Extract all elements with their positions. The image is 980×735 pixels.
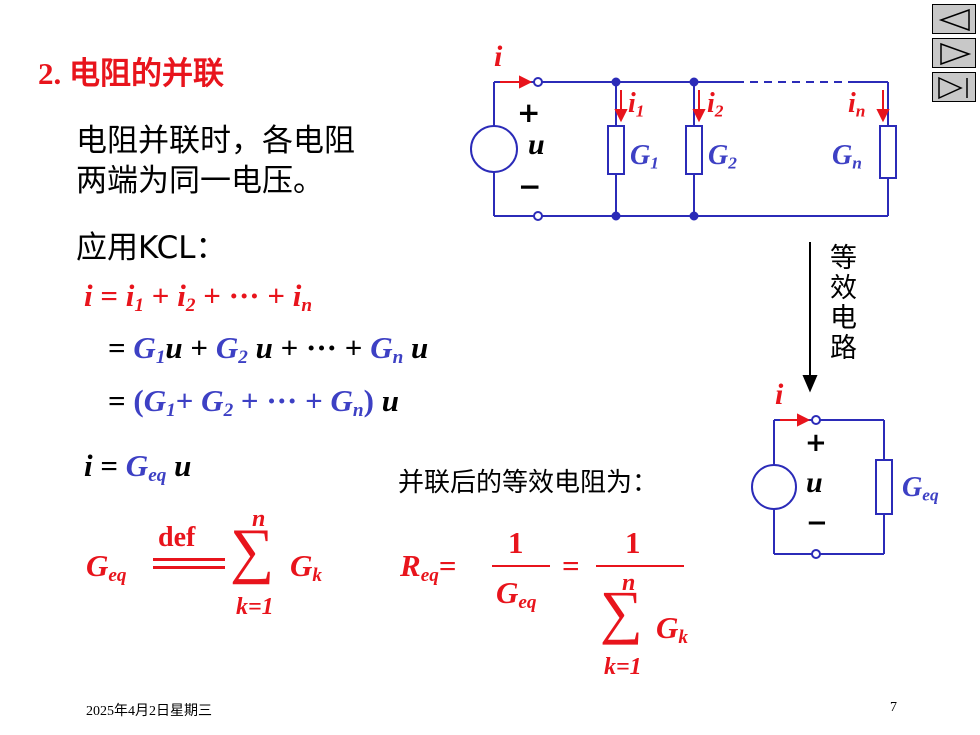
next-slide-button[interactable] bbox=[932, 38, 976, 68]
req-denominator-1: Geq bbox=[496, 575, 537, 613]
req-numerator-1: 1 bbox=[508, 525, 524, 560]
slide-title: 2. 电阻的并联 bbox=[38, 56, 224, 91]
equiv-resistance-label: 并联后的等效电阻为： bbox=[398, 468, 659, 498]
branch-current-2: i2 bbox=[707, 88, 724, 121]
equiv-current-label: i bbox=[775, 378, 784, 411]
source-current-label: i bbox=[494, 40, 503, 73]
req-summation-sign: ∑ bbox=[600, 579, 643, 645]
footer-date: 2025年4月2日星期三 bbox=[86, 704, 212, 719]
text-line-1: 电阻并联时，各电阻 bbox=[76, 123, 355, 159]
triangle-left-icon bbox=[938, 8, 970, 32]
summation-sign: ∑ bbox=[230, 517, 275, 585]
fraction-bar-1 bbox=[492, 565, 550, 567]
equiv-voltage-label: u bbox=[806, 466, 823, 499]
equiv-conductance-label: Geq bbox=[902, 472, 939, 505]
equiv-current-arrow bbox=[780, 413, 811, 427]
equivalent-circuit bbox=[751, 415, 893, 559]
fraction-bar-2 bbox=[596, 565, 684, 567]
req-sum-upper: n bbox=[622, 570, 636, 596]
def-line-top bbox=[153, 558, 225, 561]
equation-conductance-sum: = G1u + G2 u + ··· + Gn u bbox=[108, 330, 429, 368]
page-number: 7 bbox=[890, 700, 897, 715]
equivalence-arrow bbox=[802, 242, 818, 393]
kcl-label: 应用KCL： bbox=[76, 230, 227, 266]
def-label: def bbox=[158, 522, 196, 553]
geq-symbol: Geq bbox=[86, 548, 127, 586]
req-symbol: Req= bbox=[400, 548, 457, 586]
plus-sign: + bbox=[517, 96, 541, 129]
equation-i-geq-u: i = Geq u bbox=[84, 448, 192, 486]
branch-current-1: i1 bbox=[628, 88, 645, 121]
skip-to-end-icon bbox=[938, 76, 968, 100]
sum-lower-limit: k=1 bbox=[236, 594, 274, 620]
last-slide-button[interactable] bbox=[932, 72, 976, 102]
req-equals-2: = bbox=[562, 548, 580, 583]
req-numerator-2: 1 bbox=[625, 525, 641, 560]
equation-kcl-currents: i = i1 + i2 + ··· + in bbox=[84, 278, 313, 316]
equiv-plus-sign: + bbox=[805, 428, 827, 458]
current-arrows bbox=[500, 75, 890, 123]
equiv-minus-sign: − bbox=[806, 508, 828, 538]
branch-current-n: in bbox=[848, 88, 866, 121]
text-line-2: 两端为同一电压。 bbox=[76, 163, 324, 199]
conductance-g2: G2 bbox=[708, 140, 737, 173]
req-gk-term: Gk bbox=[656, 610, 688, 648]
equation-factored: = (G1+ G2 + ··· + Gn) u bbox=[108, 383, 399, 421]
triangle-right-icon bbox=[940, 42, 972, 66]
voltage-label: u bbox=[528, 128, 545, 161]
sum-upper-limit: n bbox=[252, 506, 266, 532]
equivalent-circuit-label: 等 效 电 路 bbox=[830, 243, 857, 364]
def-line-bottom bbox=[153, 566, 225, 569]
conductance-g1: G1 bbox=[630, 140, 659, 173]
gk-term: Gk bbox=[290, 548, 322, 586]
minus-sign: − bbox=[518, 170, 542, 203]
previous-slide-button[interactable] bbox=[932, 4, 976, 34]
req-sum-lower: k=1 bbox=[604, 654, 642, 680]
conductance-gn: Gn bbox=[832, 140, 862, 173]
